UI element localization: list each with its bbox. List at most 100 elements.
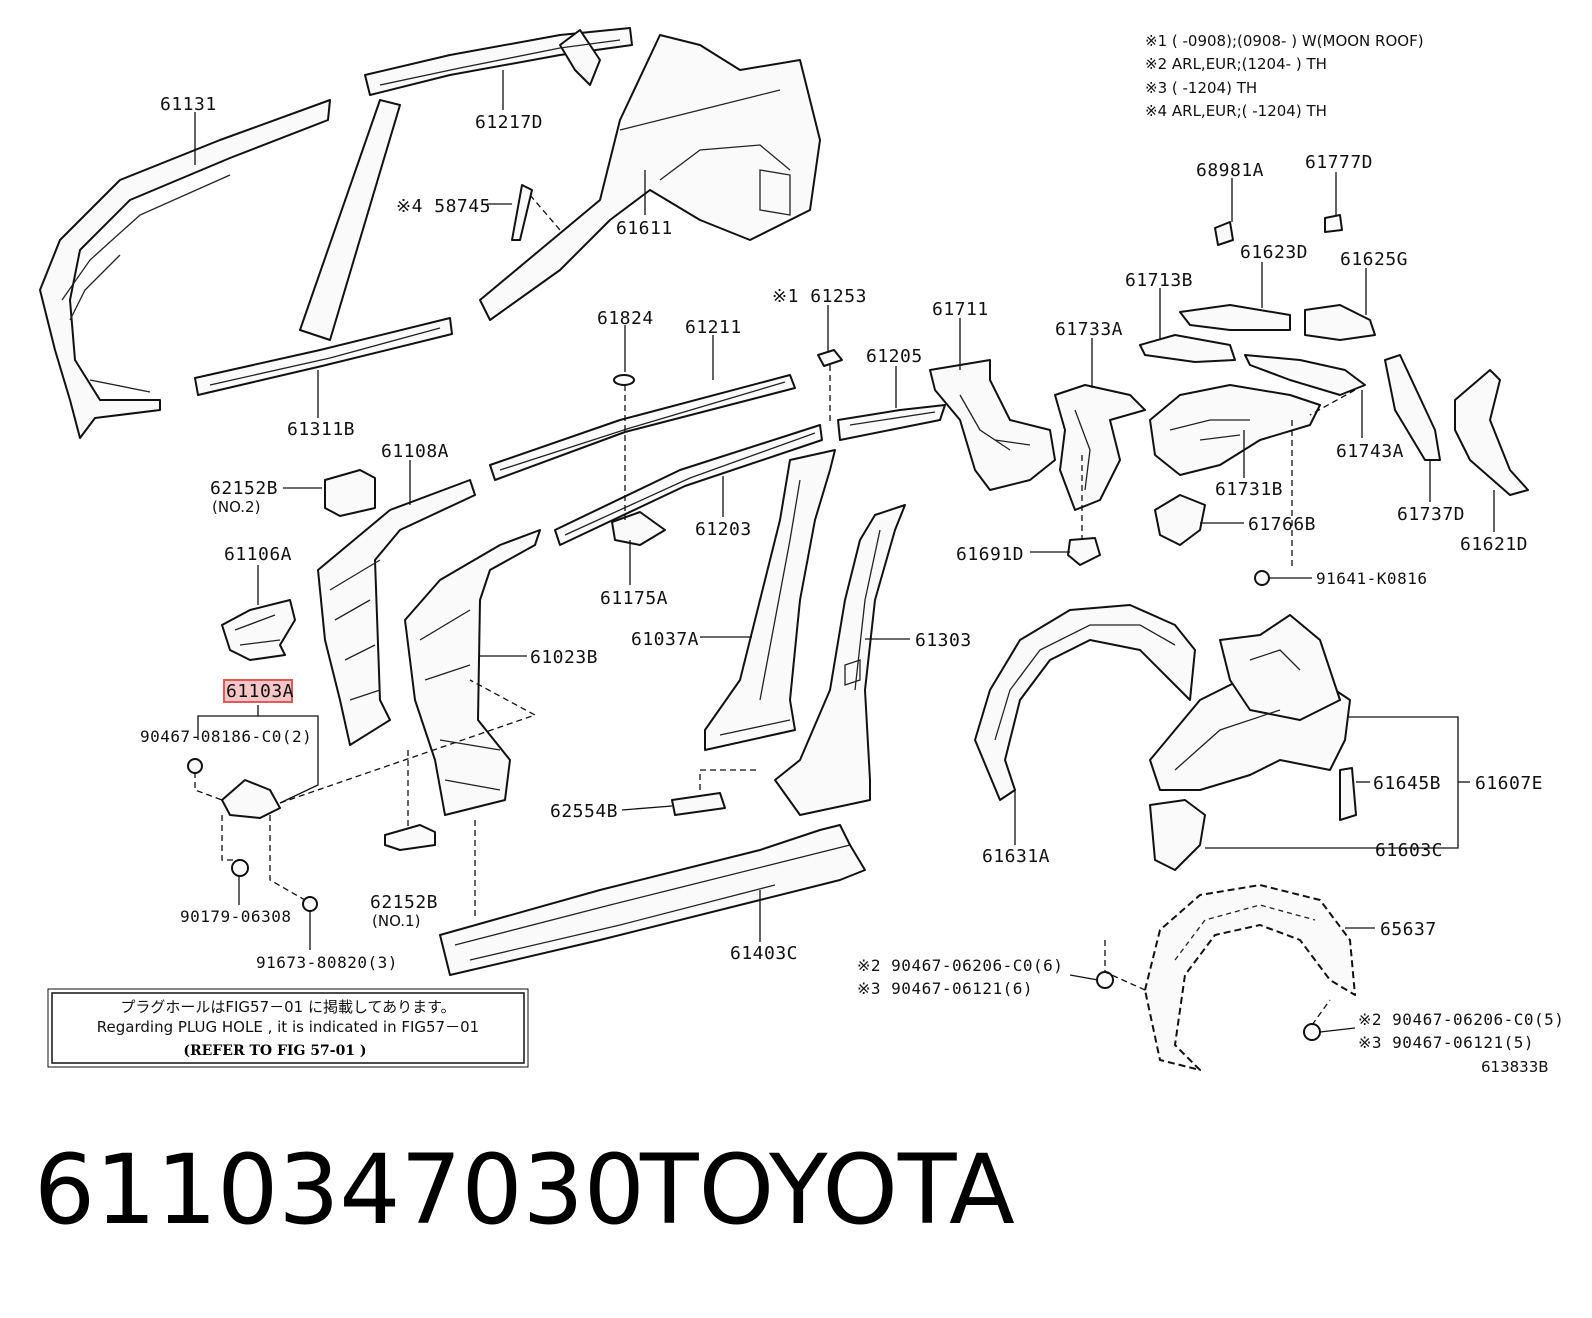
part-90467-06206-a-shape <box>1096 971 1114 989</box>
part-61217D-shape <box>364 27 633 96</box>
part-90467-06206-b-shape <box>1303 1023 1321 1041</box>
label-62152B-no2[interactable]: 62152B <box>210 478 278 499</box>
label-61733A[interactable]: 61733A <box>1055 319 1123 340</box>
label-61205[interactable]: 61205 <box>866 346 923 367</box>
footnote-2: ※2 ARL,EUR;(1204- ) TH <box>1145 55 1327 73</box>
part-61203-shape <box>554 424 823 546</box>
part-61175A-shape <box>611 511 666 546</box>
part-61623D-shape <box>1179 304 1291 331</box>
footnote-3: ※3 ( -1204) TH <box>1145 79 1257 97</box>
part-65637-shape <box>1144 884 1356 1071</box>
part-labels: 61131 61217D ※4 58745 61611 61311B 61824… <box>140 94 1564 1076</box>
label-61691D[interactable]: 61691D <box>956 544 1024 565</box>
part-61766B-shape <box>1154 494 1206 546</box>
part-61607E-shape <box>1149 614 1351 791</box>
brand-heading: TOYOTA <box>640 1134 1015 1246</box>
label-61731B[interactable]: 61731B <box>1215 479 1283 500</box>
part-61824-shape <box>613 374 635 386</box>
part-62152B-no2-shape <box>324 469 376 517</box>
dashed-guides <box>194 194 1356 1026</box>
label-61603C[interactable]: 61603C <box>1375 840 1443 861</box>
label-61311B[interactable]: 61311B <box>287 419 355 440</box>
part-61625G-shape <box>1304 304 1376 341</box>
label-62152B-no1-sub: (NO.1) <box>372 912 420 930</box>
label-61253[interactable]: ※1 61253 <box>772 286 867 307</box>
part-91641-shape <box>1254 570 1270 586</box>
part-61023B-shape <box>404 529 541 816</box>
label-58745[interactable]: ※4 58745 <box>396 196 491 217</box>
part-61303-shape <box>774 504 906 816</box>
label-62152B-no1[interactable]: 62152B <box>370 892 438 913</box>
label-61777D[interactable]: 61777D <box>1305 152 1373 173</box>
label-61623D[interactable]: 61623D <box>1240 242 1308 263</box>
part-68981A-shape <box>1214 221 1234 246</box>
label-61737D[interactable]: 61737D <box>1397 504 1465 525</box>
part-91673-shape <box>302 896 318 912</box>
part-61713B-shape <box>1139 334 1236 363</box>
label-90467-08186[interactable]: 90467-08186-C0(2) <box>140 727 312 746</box>
label-61607E[interactable]: 61607E <box>1475 773 1543 794</box>
label-61621D[interactable]: 61621D <box>1460 534 1528 555</box>
part-62554B-shape <box>671 792 726 816</box>
label-91641[interactable]: 91641-K0816 <box>1316 569 1427 588</box>
label-61203[interactable]: 61203 <box>695 519 752 540</box>
label-61037A[interactable]: 61037A <box>631 629 699 650</box>
label-61713B[interactable]: 61713B <box>1125 270 1193 291</box>
label-61611[interactable]: 61611 <box>616 218 673 239</box>
label-61023B[interactable]: 61023B <box>530 647 598 668</box>
part-90467-08186-shape <box>187 758 203 774</box>
part-61711-shape <box>929 359 1056 491</box>
part-61103A-shape <box>221 779 281 819</box>
label-61743A[interactable]: 61743A <box>1336 441 1404 462</box>
label-61108A[interactable]: 61108A <box>381 441 449 462</box>
part-61253-shape <box>817 349 843 367</box>
part-61108A-shape <box>317 479 476 746</box>
label-65637[interactable]: 65637 <box>1380 919 1437 940</box>
label-61217D[interactable]: 61217D <box>475 112 543 133</box>
part-61645B-shape <box>1339 767 1357 821</box>
plug-hole-refer[interactable]: (REFER TO FIG 57-01 ) <box>183 1043 366 1059</box>
label-62152B-no2-sub: (NO.2) <box>212 498 260 516</box>
part-61621D-shape <box>1454 369 1529 496</box>
part-61611-shape <box>479 34 821 321</box>
label-61631A[interactable]: 61631A <box>982 846 1050 867</box>
label-61766B[interactable]: 61766B <box>1248 514 1316 535</box>
plug-hole-line-jp: プラグホールはFIG57－01 に掲載してあります。 <box>120 998 455 1016</box>
part-61691D-shape <box>1067 537 1101 566</box>
part-61743A-shape <box>1244 354 1366 396</box>
label-61106A[interactable]: 61106A <box>224 544 292 565</box>
label-61175A[interactable]: 61175A <box>600 588 668 609</box>
label-90179[interactable]: 90179-06308 <box>180 907 291 926</box>
plug-hole-notice: プラグホールはFIG57－01 に掲載してあります。 Regarding PLU… <box>47 988 529 1068</box>
label-90467-06206-b[interactable]: ※2 90467-06206-C0(5) <box>1358 1010 1564 1029</box>
label-61403C[interactable]: 61403C <box>730 943 798 964</box>
part-58745-shape <box>511 184 533 241</box>
part-61205-shape <box>837 404 946 441</box>
label-61303[interactable]: 61303 <box>915 630 972 651</box>
label-61131[interactable]: 61131 <box>160 94 217 115</box>
footnotes: ※1 ( -0908);(0908- ) W(MOON ROOF) ※2 ARL… <box>1145 32 1424 120</box>
label-90467-06121-b[interactable]: ※3 90467-06121(5) <box>1358 1033 1534 1052</box>
label-61711[interactable]: 61711 <box>932 299 989 320</box>
label-61211[interactable]: 61211 <box>685 317 742 338</box>
part-61737D-shape <box>1384 354 1441 461</box>
leader-lines <box>194 70 1495 1033</box>
diagram-reference-code: 613833B <box>1481 1058 1549 1076</box>
part-61131-shape <box>39 99 331 439</box>
label-61824[interactable]: 61824 <box>597 308 654 329</box>
part-61733A-shape <box>1054 384 1146 511</box>
label-62554B[interactable]: 62554B <box>550 801 618 822</box>
label-61625G[interactable]: 61625G <box>1340 249 1408 270</box>
label-90467-06206-a[interactable]: ※2 90467-06206-C0(6) <box>857 956 1063 975</box>
label-90467-06121-a[interactable]: ※3 90467-06121(6) <box>857 979 1033 998</box>
footnote-1: ※1 ( -0908);(0908- ) W(MOON ROOF) <box>1145 32 1424 50</box>
part-61403C-shape <box>439 824 866 976</box>
label-61645B[interactable]: 61645B <box>1373 773 1441 794</box>
part-61603C-shape <box>1149 799 1206 871</box>
label-61103A[interactable]: 61103A <box>226 681 294 702</box>
part-61037A-shape <box>704 449 836 751</box>
label-91673[interactable]: 91673-80820(3) <box>256 953 398 972</box>
label-68981A[interactable]: 68981A <box>1196 160 1264 181</box>
part-61211-shape <box>489 374 796 481</box>
